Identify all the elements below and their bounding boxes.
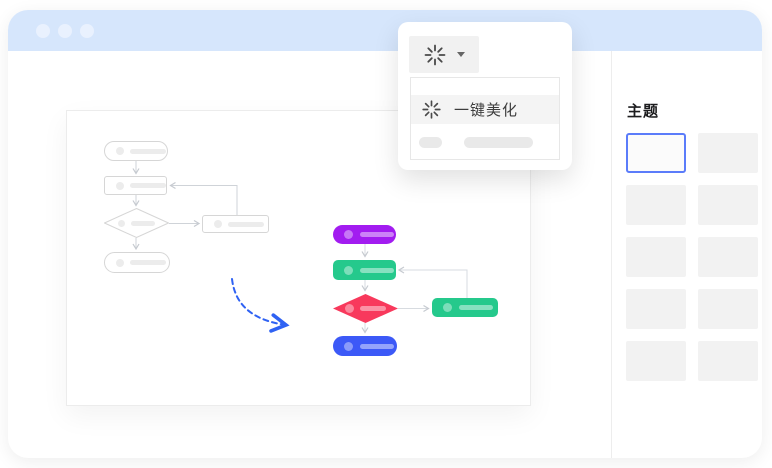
beautify-button[interactable] [409, 36, 479, 73]
node-text-placeholder [443, 303, 452, 312]
flow-node-step-grey[interactable] [104, 176, 167, 195]
flow-node-end-grey[interactable] [104, 252, 170, 273]
node-text-placeholder [344, 341, 353, 351]
flow-node-end-colored[interactable] [333, 336, 397, 356]
beautify-menu: 一键美化 [410, 77, 560, 160]
theme-thumbnail[interactable] [698, 289, 758, 329]
node-text-placeholder [130, 260, 166, 265]
theme-thumbnail[interactable] [698, 133, 758, 173]
flow-node-branch-grey[interactable] [202, 215, 269, 233]
menu-item-beautify[interactable]: 一键美化 [411, 95, 559, 124]
window-titlebar [8, 10, 762, 51]
node-text-placeholder [130, 148, 166, 154]
flow-node-decision-grey[interactable] [103, 207, 170, 239]
window-dot [36, 23, 50, 38]
node-text-placeholder [131, 220, 155, 226]
node-text-placeholder [118, 219, 125, 227]
node-text-placeholder [130, 183, 166, 188]
app-window: 一键美化 主题 [8, 10, 762, 458]
menu-placeholder [419, 137, 442, 148]
flow-node-branch-colored[interactable] [432, 298, 498, 317]
window-dot [58, 23, 72, 38]
flow-node-decision-colored[interactable] [333, 294, 398, 323]
node-text-placeholder [214, 220, 222, 228]
window-dot [80, 23, 94, 38]
theme-thumbnail[interactable] [626, 289, 686, 329]
node-text-placeholder [116, 181, 124, 190]
flow-node-start-grey[interactable] [104, 141, 168, 161]
caret-down-icon [457, 52, 465, 57]
theme-thumbnail[interactable] [698, 341, 758, 381]
theme-thumbnail[interactable] [698, 237, 758, 277]
theme-thumbnail[interactable] [626, 185, 686, 225]
node-text-placeholder [360, 306, 386, 311]
node-text-placeholder [345, 304, 354, 313]
theme-thumbnail[interactable] [626, 341, 686, 381]
beautify-starburst-icon [424, 44, 446, 65]
panel-divider [611, 51, 612, 458]
node-text-placeholder [344, 230, 353, 239]
node-text-placeholder [360, 232, 394, 237]
theme-thumbnail[interactable] [626, 133, 686, 173]
theme-grid [626, 133, 758, 381]
node-text-placeholder [360, 343, 394, 349]
node-text-placeholder [116, 147, 124, 155]
beautify-popup: 一键美化 [398, 22, 572, 170]
beautify-starburst-icon [422, 100, 441, 119]
theme-panel-title: 主题 [627, 103, 660, 120]
theme-thumbnail[interactable] [626, 237, 686, 277]
node-text-placeholder [228, 221, 264, 227]
theme-thumbnail[interactable] [698, 185, 758, 225]
node-text-placeholder [459, 305, 493, 310]
node-text-placeholder [344, 265, 353, 275]
flow-node-step-colored[interactable] [333, 260, 396, 280]
node-text-placeholder [116, 258, 124, 267]
flow-node-start-colored[interactable] [333, 225, 396, 244]
node-text-placeholder [360, 267, 394, 273]
menu-placeholder [464, 137, 533, 148]
menu-item-label: 一键美化 [454, 102, 519, 119]
